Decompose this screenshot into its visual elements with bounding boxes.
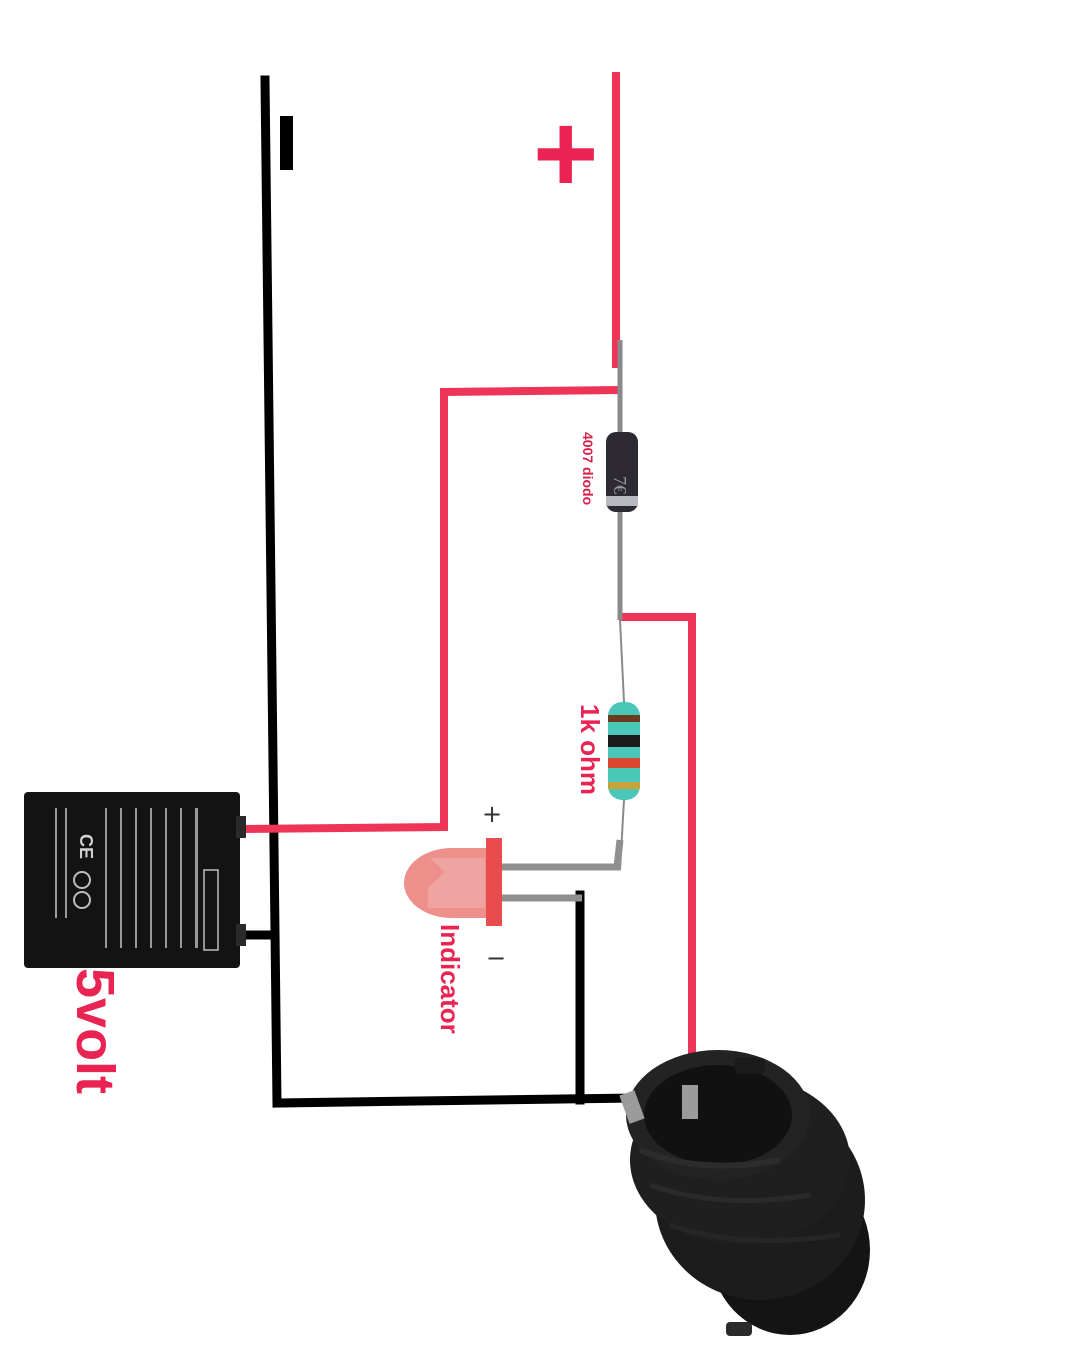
battery: CE	[24, 792, 246, 968]
led-indicator	[404, 838, 502, 926]
battery-positive-wire	[239, 386, 623, 833]
socket-positive-tab	[682, 1085, 698, 1119]
diode: 7€	[606, 340, 638, 620]
positive-wires	[239, 72, 696, 1114]
led-label: Indicator	[435, 924, 465, 1034]
resistor-body	[608, 702, 640, 800]
positive-terminal-sign: +	[533, 91, 599, 216]
resistor	[608, 619, 640, 871]
car-socket	[619, 1050, 870, 1336]
negative-terminal-sign	[280, 116, 293, 170]
diode-body	[606, 432, 638, 512]
diode-label: 4007 diodo	[580, 432, 596, 506]
socket-ground-tab	[619, 1090, 645, 1124]
led-leads	[500, 839, 624, 902]
led-minus-mark: −	[486, 944, 507, 972]
socket-positive-wire	[621, 613, 696, 1114]
led-flange	[486, 838, 502, 926]
svg-text:7€: 7€	[610, 476, 630, 494]
battery-body	[24, 792, 240, 968]
negative-main-wire	[260, 75, 282, 1108]
negative-socket-wire	[272, 1093, 637, 1108]
battery-voltage-label: 5volt	[65, 968, 125, 1095]
diode-cathode-band	[606, 496, 638, 506]
svg-text:CE: CE	[76, 834, 96, 859]
led-plus-mark: +	[482, 800, 503, 828]
resistor-label: 1k ohm	[575, 704, 605, 796]
